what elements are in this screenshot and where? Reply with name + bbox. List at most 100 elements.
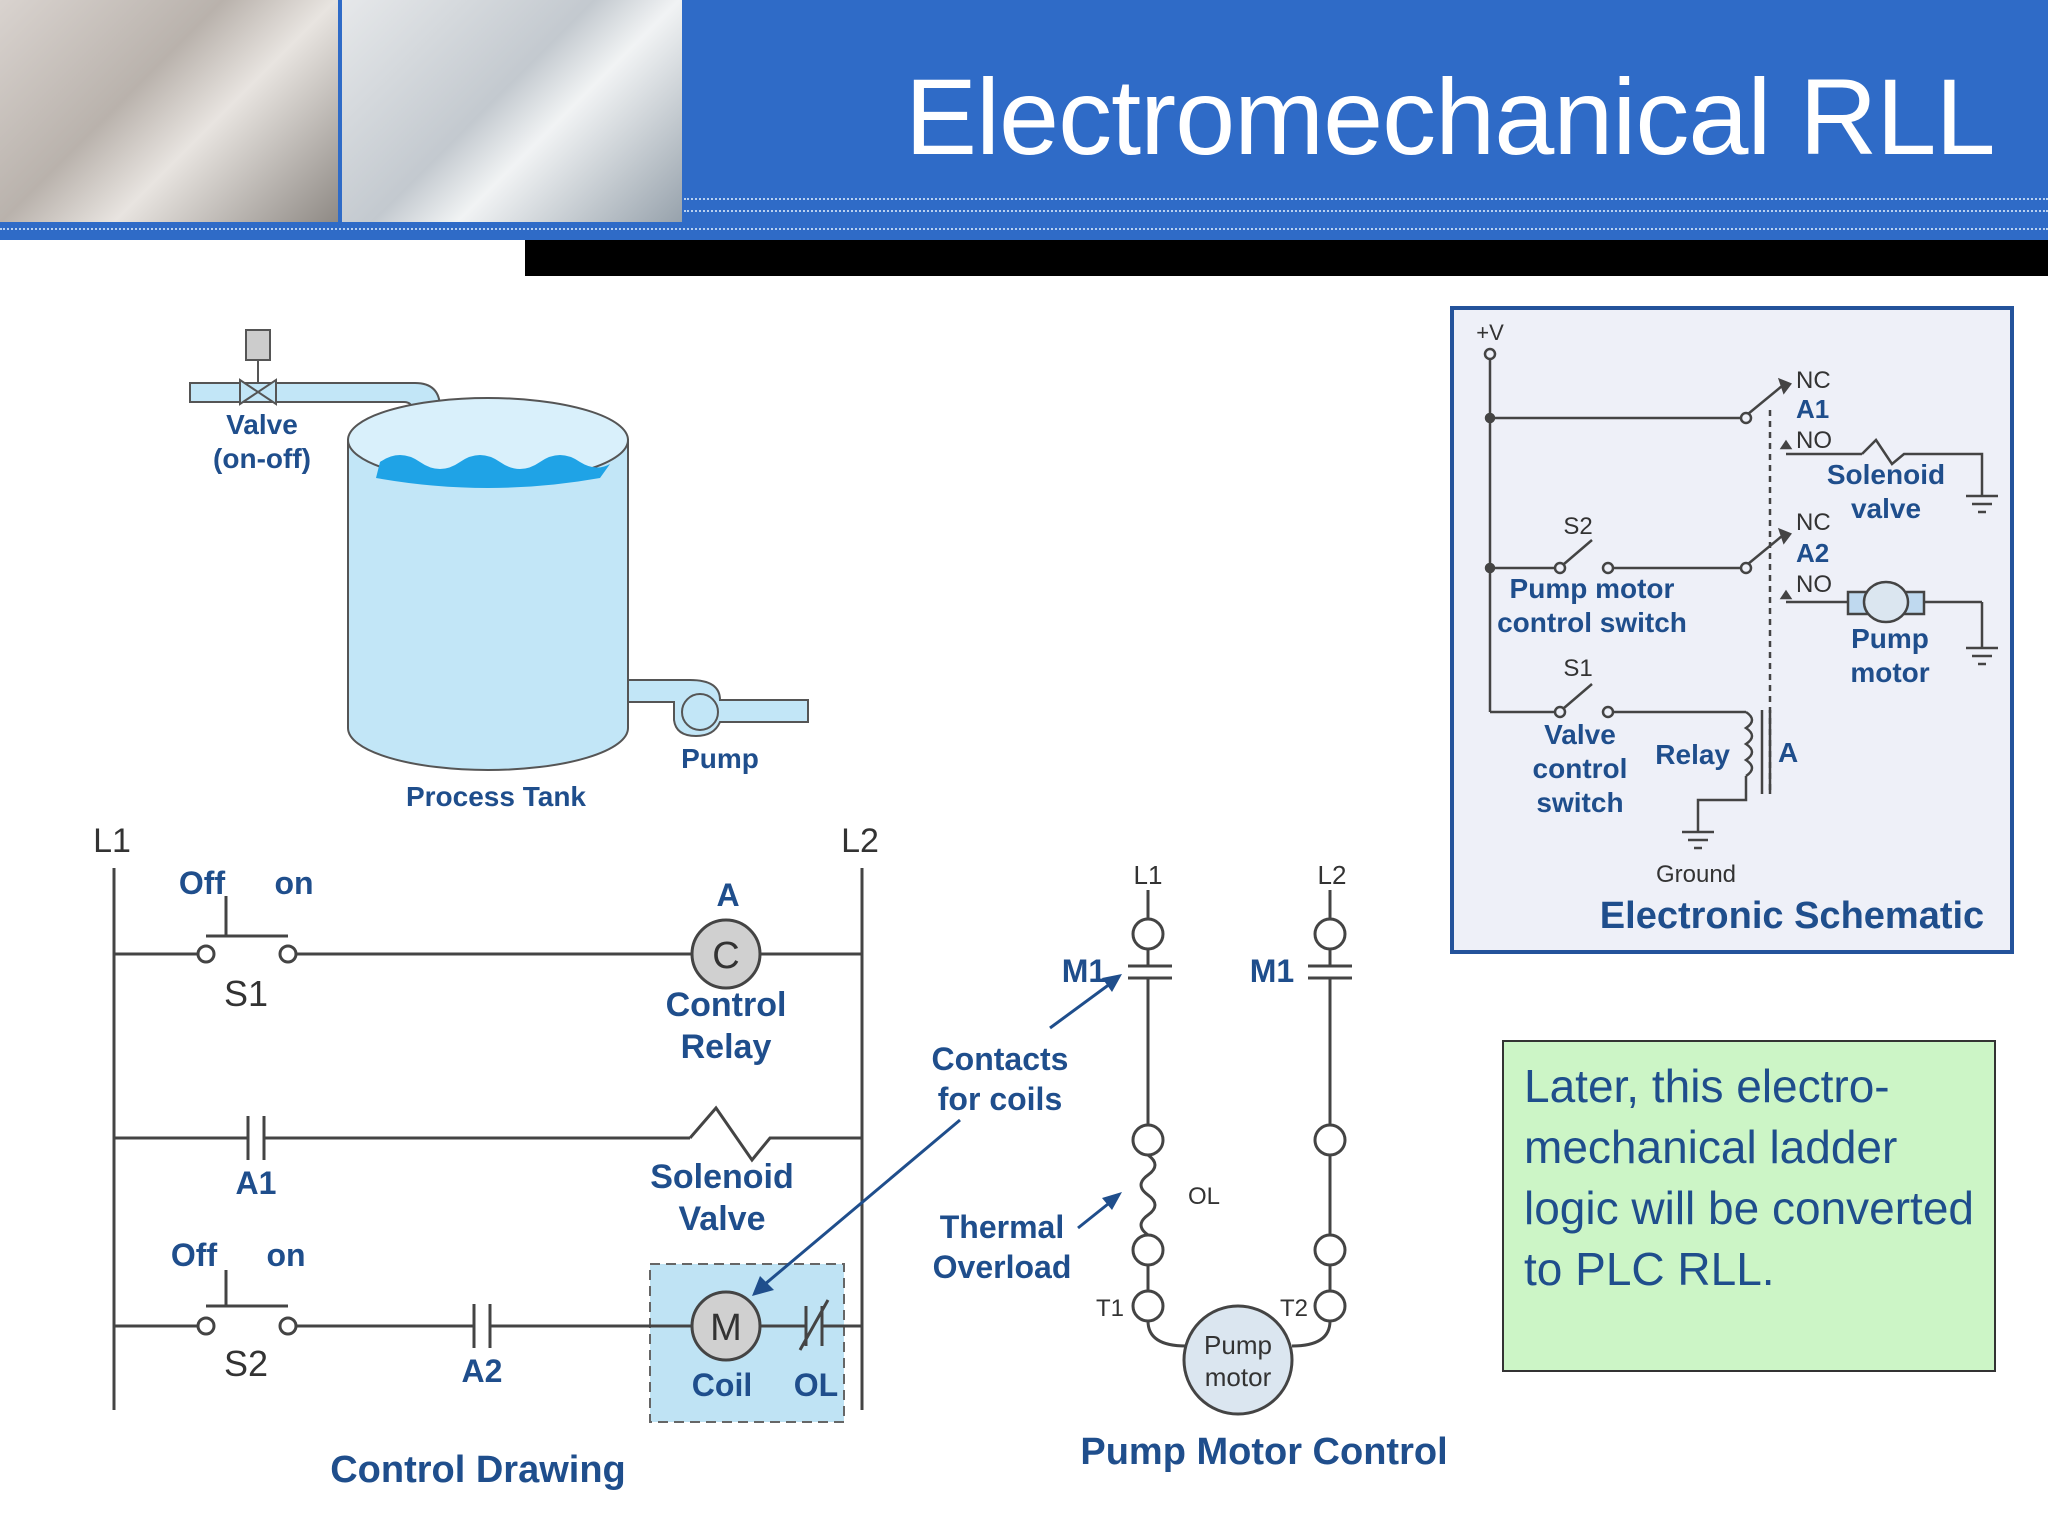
control-drawing-labels: L1 L2 Off on S1 A C Control Relay A1 Sol… [93, 822, 879, 1491]
pump-motor-control-title: Pump Motor Control [1080, 1431, 1447, 1473]
rail-l2-label: L2 [841, 822, 879, 860]
solenoid-symbol [688, 1105, 862, 1163]
control-relay-label: Control [666, 986, 787, 1024]
s1-terminal-left [196, 944, 216, 964]
note-text: Later, this electro-mechanical ladder lo… [1524, 1060, 1975, 1295]
s1-terminal-right [278, 944, 298, 964]
a1-switch-arm [1747, 385, 1783, 415]
pump-motor-schematic-sub-label: motor [1850, 657, 1929, 688]
vplus-label: +V [1476, 320, 1504, 345]
electronic-schematic-title: Electronic Schematic [1600, 895, 1984, 937]
no1-label: NO [1796, 427, 1832, 454]
s1-off-label: Off [179, 865, 226, 901]
valve-sub-label: (on-off) [213, 443, 311, 474]
solenoid-label: Solenoid [650, 1158, 794, 1196]
a2-pivot [1739, 561, 1753, 575]
control-drawing-title: Control Drawing [330, 1449, 626, 1491]
note-box: Later, this electro-mechanical ladder lo… [1502, 1040, 1996, 1372]
nc1-label: NC [1796, 367, 1831, 394]
m1-right-label: M1 [1250, 953, 1294, 989]
pump-label: Pump [681, 743, 759, 774]
plc-hardware-photo-left [0, 0, 338, 222]
pmc-l1-label: L1 [1134, 860, 1163, 890]
nc2-label: NC [1796, 509, 1831, 536]
process-tank-diagram: Valve (on-off) Process Tank Pump [189, 329, 809, 812]
s1-schematic-right [1601, 705, 1615, 719]
header-dotted-line-3 [0, 228, 2048, 230]
s2-label: S2 [224, 1343, 268, 1384]
valve-actuator [245, 329, 271, 361]
pump-motor-control [1049, 890, 1352, 1416]
contacts-label: Contacts [932, 1041, 1069, 1077]
right-terminal-2 [1313, 1123, 1347, 1157]
coil-label: Coil [692, 1367, 752, 1403]
control-relay-sub-label: Relay [681, 1028, 772, 1066]
valve-switch-label: Valve [1544, 719, 1616, 750]
motor-label: Pump [1204, 1330, 1272, 1360]
overload-label: Overload [933, 1249, 1072, 1285]
slide-header [0, 0, 2048, 240]
arrow-to-coil [757, 1118, 961, 1292]
s2-terminal-left [196, 1316, 216, 1336]
pump-housing [681, 693, 719, 731]
solenoid-schematic-label: Solenoid [1827, 459, 1945, 490]
valve-body [239, 378, 277, 406]
tank-body [347, 439, 629, 771]
header-black-bar [525, 240, 2048, 276]
pump-motor-schematic-label: Pump [1851, 623, 1929, 654]
electronic-schematic-panel [1450, 306, 2014, 954]
coil-a-label: A [716, 877, 739, 913]
a2-schematic-label: A2 [1796, 538, 1829, 568]
coil-c-label: C [712, 935, 739, 977]
control-drawing [112, 868, 961, 1423]
s2-off-label: Off [171, 1237, 218, 1273]
process-tank-label: Process Tank [406, 781, 586, 812]
s2-schematic-left [1553, 561, 1567, 575]
arrow-to-m1 [1049, 976, 1119, 1030]
a2-label: A2 [462, 1353, 503, 1389]
ol-label: OL [794, 1367, 838, 1403]
a1-pivot [1739, 411, 1753, 425]
left-terminal-3 [1131, 1233, 1165, 1267]
pump-switch-sub-label: control switch [1497, 607, 1687, 638]
t1-label: T1 [1096, 1295, 1124, 1322]
a1-label: A1 [236, 1165, 277, 1201]
vplus-terminal [1483, 347, 1497, 361]
electronic-schematic [1483, 347, 1998, 850]
t1-terminal [1131, 1289, 1165, 1323]
header-white-strip [0, 240, 525, 254]
no2-label: NO [1796, 571, 1832, 598]
t2-label: T2 [1280, 1295, 1308, 1322]
header-dotted-line-1 [684, 198, 2048, 200]
ground-label: Ground [1656, 861, 1736, 888]
solenoid-sub-label: Valve [679, 1200, 766, 1238]
thermal-overload-coil [1139, 1153, 1157, 1237]
relay-a-label: A [1778, 737, 1798, 768]
electronic-schematic-labels: +V NC A1 NO Solenoid valve S2 NC A2 NO P… [1476, 320, 1984, 937]
s1-schematic-arm [1563, 683, 1593, 709]
water-surface [376, 455, 610, 488]
solenoid-schematic-sub-label: valve [1851, 493, 1921, 524]
pump-motor-symbol [1182, 1304, 1294, 1416]
a1-schematic-label: A1 [1796, 394, 1829, 424]
valve-switch-sub-label-1: control [1533, 753, 1628, 784]
s1-on-label: on [274, 865, 313, 901]
s2-on-label: on [266, 1237, 305, 1273]
pmc-l2-label: L2 [1318, 860, 1347, 890]
s2-terminal-right [278, 1316, 298, 1336]
thermal-label: Thermal [940, 1209, 1064, 1245]
header-dotted-line-2 [684, 210, 2048, 212]
coil-m-label: M [710, 1307, 742, 1349]
valve-label: Valve [226, 409, 298, 440]
rail-l1-label: L1 [93, 822, 131, 860]
relay-coil [1743, 710, 1754, 778]
contacts-sub-label: for coils [938, 1081, 1062, 1117]
motor-sub-label: motor [1205, 1362, 1272, 1392]
relay-label: Relay [1655, 739, 1730, 770]
valve-switch-sub-label-2: switch [1536, 787, 1623, 818]
s2-schematic-right [1601, 561, 1615, 575]
pump-switch-label: Pump motor [1510, 573, 1675, 604]
plc-hardware-photo-right [342, 0, 682, 222]
s2-schematic-label: S2 [1563, 513, 1592, 540]
